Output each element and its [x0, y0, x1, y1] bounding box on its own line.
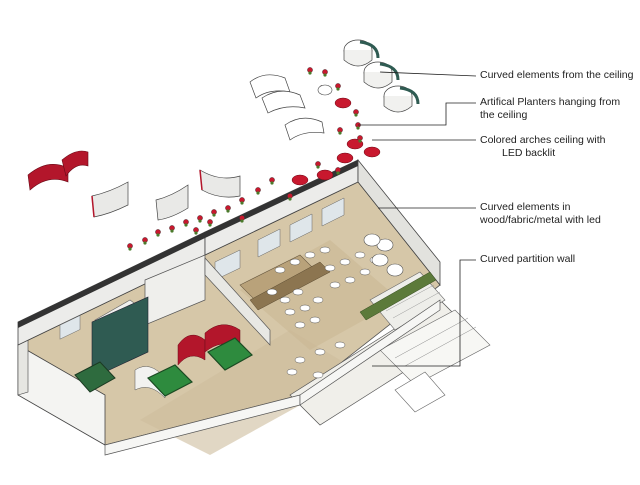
- teal-accent-wall: [91, 296, 149, 379]
- cafe-table: [319, 246, 331, 254]
- planter-foliage: [128, 247, 132, 251]
- ceiling-curved-panels: [249, 74, 325, 141]
- planter-foliage: [198, 219, 202, 223]
- planter-foliage: [226, 209, 230, 213]
- label-arches: Colored arches ceiling with LED backlit: [480, 134, 605, 160]
- ceiling-colored-arches: [27, 150, 89, 191]
- label-planters: Artifical Planters hanging from the ceil…: [480, 96, 620, 122]
- cafe-table: [329, 281, 341, 289]
- cafe-table: [289, 258, 301, 266]
- planter-foliage: [170, 229, 174, 233]
- cafe-table: [354, 251, 366, 259]
- planter-foliage: [270, 181, 274, 185]
- cafe-table: [359, 268, 371, 276]
- cafe-table: [286, 368, 298, 376]
- cafe-table: [266, 288, 278, 296]
- planter-foliage: [308, 71, 312, 75]
- ceiling-cylinders: [343, 39, 420, 113]
- planter-foliage: [240, 219, 244, 223]
- planter-foliage: [358, 139, 362, 143]
- game-tables: [74, 337, 253, 397]
- cafe-table: [274, 266, 286, 274]
- cafe-tables: [266, 233, 404, 379]
- curved-wood-elements: [91, 169, 241, 221]
- cafe-table: [299, 304, 311, 312]
- leader-lines: [358, 71, 477, 367]
- cafe-table: [284, 308, 296, 316]
- white-ceiling-disk: [317, 84, 333, 96]
- planter-foliage: [336, 171, 340, 175]
- cafe-table: [339, 258, 351, 266]
- counter-area: [239, 254, 331, 311]
- planter-foliage: [184, 223, 188, 227]
- cafe-table: [344, 276, 356, 284]
- round-table: [371, 253, 389, 267]
- label-arches-line2: LED backlit: [502, 147, 556, 159]
- planter-foliage: [338, 131, 342, 135]
- planter-foliage: [156, 233, 160, 237]
- planter-foliage: [240, 201, 244, 205]
- planter-foliage: [288, 197, 292, 201]
- building-walls: [17, 158, 441, 456]
- red-ceiling-disk: [363, 146, 381, 158]
- cafe-table: [309, 316, 321, 324]
- label-planters-line1: Artifical Planters hanging from: [480, 96, 621, 108]
- planter-foliage: [212, 213, 216, 217]
- cafe-table: [314, 348, 326, 356]
- label-curved-wood-line1: Curved elements in: [480, 201, 571, 213]
- label-partition-line1: Curved partition wall: [480, 253, 576, 265]
- cafe-table: [294, 356, 306, 364]
- red-ceiling-disk: [334, 97, 352, 109]
- cafe-table: [279, 296, 291, 304]
- planter-foliage: [354, 113, 358, 117]
- label-curved-wood-line2: wood/fabric/metal with led: [480, 214, 601, 226]
- red-ceiling-disk: [336, 152, 354, 164]
- label-partition: Curved partition wall: [480, 253, 575, 266]
- round-table: [363, 233, 381, 247]
- red-ceiling-disk: [316, 169, 334, 181]
- cafe-table: [312, 296, 324, 304]
- cafe-table: [334, 341, 346, 349]
- cafe-table: [324, 264, 336, 272]
- planter-foliage: [316, 165, 320, 169]
- planter-foliage: [356, 126, 360, 130]
- label-curved-ceiling: Curved elements from the ceiling: [480, 69, 634, 82]
- label-curved-ceiling-line1: Curved elements from the ceiling: [480, 69, 634, 81]
- planter-foliage: [323, 73, 327, 77]
- planter-foliage: [256, 191, 260, 195]
- cafe-table: [304, 251, 316, 259]
- planter-foliage: [208, 223, 212, 227]
- planter-foliage: [194, 231, 198, 235]
- label-arches-line1: Colored arches ceiling with: [480, 134, 606, 146]
- planter-foliage: [336, 87, 340, 91]
- cafe-table: [312, 371, 324, 379]
- cafe-table: [294, 321, 306, 329]
- hanging-planters: [127, 67, 381, 251]
- round-table: [386, 263, 404, 277]
- planter-foliage: [143, 241, 147, 245]
- red-ceiling-disk: [291, 174, 309, 186]
- label-planters-line2: the ceiling: [480, 109, 528, 121]
- floor-planters: [359, 271, 437, 321]
- cafe-table: [292, 288, 304, 296]
- label-curved-wood: Curved elements in wood/fabric/metal wit…: [480, 201, 601, 227]
